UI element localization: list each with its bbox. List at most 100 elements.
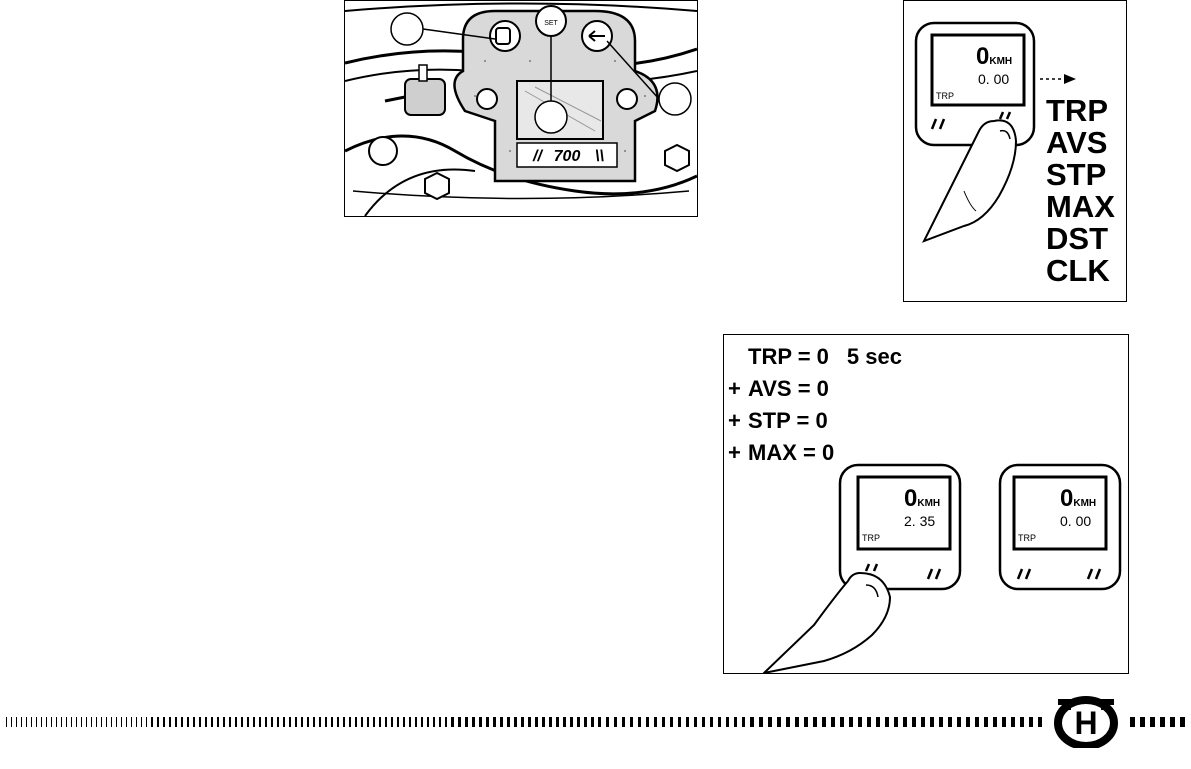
tick-mark: [507, 717, 510, 727]
connector-plug: [384, 64, 446, 116]
tick-mark: [31, 717, 32, 727]
after-lcd-trip: 0. 00: [1060, 513, 1092, 529]
tick-mark: [831, 717, 835, 727]
tick-mark: [295, 717, 297, 727]
tick-mark: [804, 717, 808, 727]
tick-mark: [768, 717, 772, 727]
gauge-brand-label: 700: [554, 148, 581, 165]
tick-mark: [101, 717, 102, 727]
mode-item: DST: [1046, 221, 1108, 256]
tick-mark: [975, 717, 979, 727]
tick-mark: [11, 717, 12, 727]
instrument-photo-illustration: SET 700 // \\: [345, 2, 697, 216]
tick-mark: [840, 717, 844, 727]
mode-item: AVS: [1046, 125, 1108, 160]
tick-mark: [385, 717, 387, 727]
modes-device-illustration: [914, 21, 1076, 243]
tick-mark: [379, 717, 381, 727]
tick-mark: [686, 717, 689, 727]
page-footer-ticks: [6, 717, 1185, 727]
instrument-photo: SET 700 // \\: [344, 0, 698, 217]
before-lcd-label: TRP: [862, 533, 880, 543]
tick-mark: [217, 717, 219, 727]
tick-mark: [957, 717, 961, 727]
tick-mark: [91, 717, 92, 727]
tick-mark: [1020, 717, 1024, 727]
after-lcd-label: TRP: [1018, 533, 1036, 543]
tick-mark: [151, 717, 153, 727]
tick-mark: [277, 717, 279, 727]
reset-devices-illustration: [762, 463, 1122, 673]
tick-mark: [253, 717, 255, 727]
reset-line: +STP = 0: [728, 408, 828, 433]
tick-mark: [36, 717, 37, 727]
tick-mark: [445, 717, 447, 727]
tick-mark: [6, 717, 7, 727]
tick-mark: [921, 717, 925, 727]
tick-mark: [948, 717, 952, 727]
tick-mark: [795, 717, 799, 727]
tick-mark: [584, 717, 587, 727]
tick-mark: [966, 717, 970, 727]
tick-mark: [121, 717, 122, 727]
tick-mark: [570, 717, 573, 727]
tick-mark: [885, 717, 889, 727]
tick-mark: [21, 717, 22, 727]
display-modes-panel: 0KMH 0. 00 TRP TRP AVS STP MAX DST CLK: [903, 0, 1127, 302]
tick-mark: [403, 717, 405, 727]
tick-mark: [577, 717, 580, 727]
tick-mark: [51, 717, 52, 727]
tick-mark: [1011, 717, 1015, 727]
reset-line: +AVS = 0: [728, 376, 829, 401]
tick-mark: [777, 717, 781, 727]
tick-mark: [355, 717, 357, 727]
tick-mark: [694, 717, 697, 727]
tick-mark: [646, 717, 649, 727]
tick-mark: [259, 717, 261, 727]
tick-mark: [1002, 717, 1006, 727]
svg-text:\\: \\: [595, 148, 604, 165]
reset-line: +MAX = 0: [728, 440, 835, 465]
tick-mark: [325, 717, 327, 727]
tick-mark: [116, 717, 117, 727]
tick-mark: [235, 717, 237, 727]
tick-mark: [930, 717, 934, 727]
tick-mark: [718, 717, 721, 727]
tick-mark: [903, 717, 907, 727]
tick-mark: [181, 717, 183, 727]
tick-mark: [1029, 717, 1033, 727]
callout-markers: [390, 12, 692, 134]
tick-mark: [1160, 717, 1165, 727]
tick-mark: [759, 717, 763, 727]
tick-mark: [66, 717, 67, 727]
tick-mark: [175, 717, 177, 727]
tick-mark: [702, 717, 705, 727]
tick-mark: [822, 717, 826, 727]
svg-text:H: H: [1074, 705, 1097, 741]
tick-mark: [223, 717, 225, 727]
tick-mark: [1038, 717, 1042, 727]
tick-mark: [465, 717, 468, 727]
modes-lcd-label: TRP: [936, 91, 954, 101]
tick-mark: [397, 717, 399, 727]
tick-mark: [894, 717, 898, 727]
tick-mark: [146, 717, 147, 727]
tick-mark: [479, 717, 482, 727]
instrument-housing: [453, 5, 659, 183]
tick-mark: [373, 717, 375, 727]
tick-mark: [421, 717, 423, 727]
modes-lcd-speed: 0KMH: [976, 43, 1013, 70]
brand-logo: H: [1048, 694, 1124, 750]
tick-mark: [678, 717, 681, 727]
tick-mark: [598, 717, 601, 727]
tick-mark: [157, 717, 159, 727]
tick-mark: [939, 717, 943, 727]
tick-mark: [391, 717, 393, 727]
tick-mark: [86, 717, 87, 727]
tick-mark: [867, 717, 871, 727]
tick-mark: [876, 717, 880, 727]
tick-mark: [630, 717, 633, 727]
tick-mark: [556, 717, 559, 727]
tick-mark: [521, 717, 524, 727]
